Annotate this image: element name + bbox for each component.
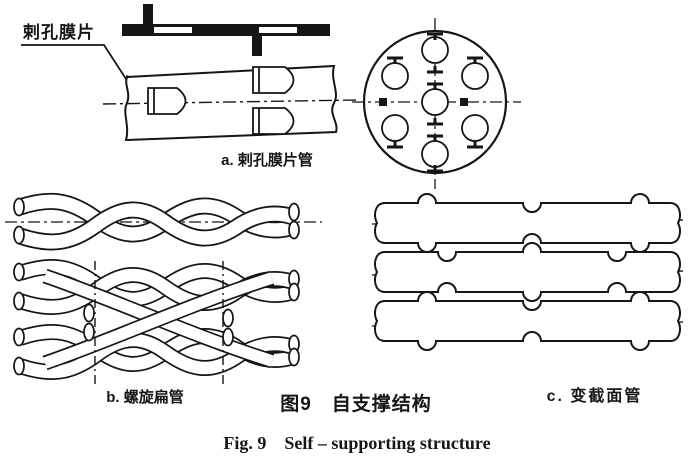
tube-c2 xyxy=(374,242,681,302)
spiral-flat-tube-pair xyxy=(5,192,322,251)
punched-tab-right-lower xyxy=(252,107,295,135)
variable-cross-section-tubes xyxy=(371,193,688,351)
caption-subfigure-b: b. 螺旋扁管 xyxy=(106,389,184,406)
caption-subfigure-c: c. 变截面管 xyxy=(546,388,643,405)
tube-cross-section xyxy=(352,18,521,189)
inner-tubes xyxy=(381,36,489,168)
punched-tab-left xyxy=(147,87,187,115)
annotation-pierced-membrane: 剌孔膜片 xyxy=(23,23,95,42)
membrane-side-view xyxy=(122,4,330,56)
membrane-tabs xyxy=(379,32,483,173)
caption-subfigure-a: a. 剌孔膜片管 xyxy=(221,152,313,169)
centerline-tube-a xyxy=(102,99,358,105)
tube-c3 xyxy=(374,291,681,351)
tube-end-caps xyxy=(13,197,300,245)
figure-caption-chinese: 图9 自支撑结构 xyxy=(280,394,432,415)
tube-c1 xyxy=(374,193,681,253)
membrane-tube-view xyxy=(102,64,358,142)
figure-caption-english: Fig. 9 Self – supporting structure xyxy=(223,433,491,453)
punched-tab-right-upper xyxy=(252,66,295,94)
leader-line xyxy=(21,44,139,97)
bundle-end-caps xyxy=(13,262,300,376)
spiral-flat-tube-bundle xyxy=(13,259,300,385)
